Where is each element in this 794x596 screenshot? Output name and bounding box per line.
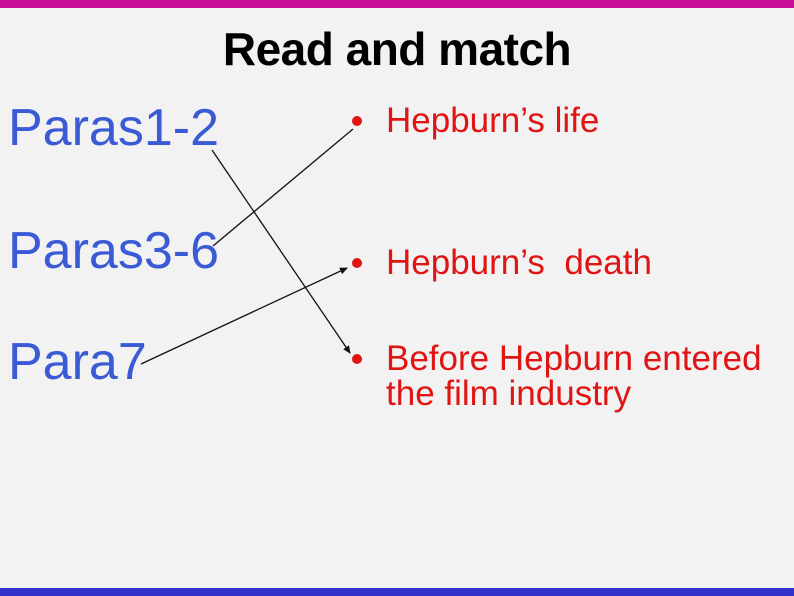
right-item-label: Before Hepburn entered the film industry [386, 339, 772, 413]
right-item-label: Hepburn’s life [386, 101, 600, 140]
match-line-para7-to-hepburns-death [140, 267, 348, 365]
match-line-paras3-6-to-hepburns-life [212, 128, 354, 247]
left-item-paras3-6: Paras3-6 [8, 222, 219, 280]
match-line-paras1-2-to-before-hepburn [211, 149, 351, 354]
left-item-para7: Para7 [8, 333, 147, 391]
bullet-dot-icon [352, 116, 362, 126]
bullet-dot-icon [352, 354, 362, 364]
slide-title: Read and match [222, 23, 572, 75]
right-item-label: Hepburn’s death [386, 243, 652, 282]
right-item-hepburns-life: Hepburn’s life [352, 103, 772, 138]
bullet-dot-icon [352, 258, 362, 268]
right-item-before-hepburn-entered: Before Hepburn entered the film industry [352, 341, 772, 411]
right-item-hepburns-death: Hepburn’s death [352, 245, 772, 280]
left-item-paras1-2: Paras1-2 [8, 99, 219, 157]
slide-bottom-accent-bar [0, 588, 794, 596]
slide-top-accent-bar [0, 0, 794, 8]
